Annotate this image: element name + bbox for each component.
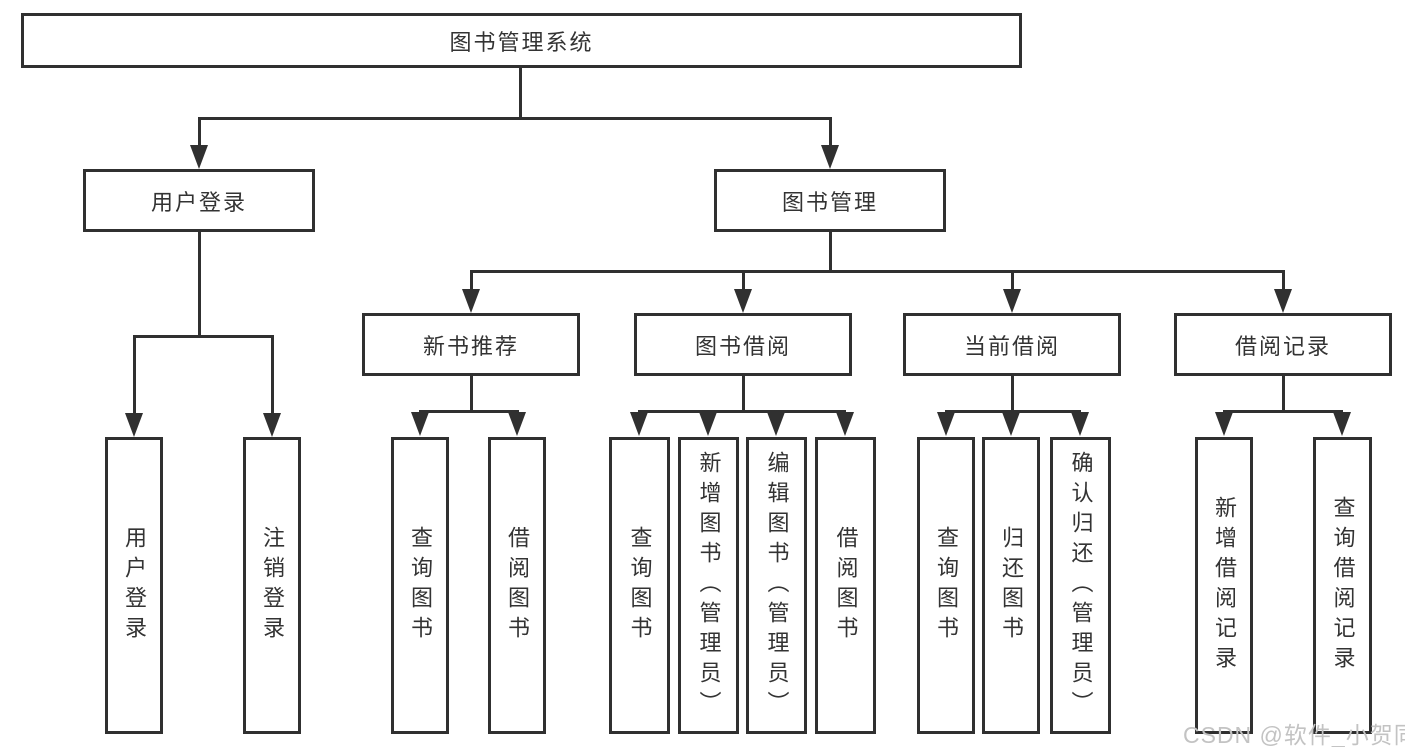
connector-line [1282, 376, 1285, 413]
node-leaf-query-books-current: 查询图书 [917, 437, 975, 734]
arrow-down-icon [734, 289, 752, 313]
node-leaf-query-books-borrow: 查询图书 [609, 437, 670, 734]
connector-line [198, 232, 201, 338]
connector-line [419, 410, 519, 413]
node-label: 新增借阅记录 [1212, 495, 1237, 676]
connector-line [945, 410, 1081, 413]
connector-line [198, 117, 831, 120]
node-leaf-user-login: 用户登录 [105, 437, 163, 734]
connector-line [829, 232, 832, 273]
node-leaf-edit-books-admin: 编辑图书（管理员） [746, 437, 807, 734]
node-label: 图书借阅 [694, 333, 791, 359]
connector-line [470, 270, 473, 291]
node-leaf-confirm-return-admin: 确认归还（管理员） [1050, 437, 1111, 734]
arrow-down-icon [1215, 412, 1233, 436]
connector-line [470, 270, 1285, 273]
node-leaf-return-books: 归还图书 [982, 437, 1040, 734]
connector-line [198, 117, 201, 147]
arrow-down-icon [1002, 412, 1020, 436]
connector-line [133, 335, 274, 338]
connector-line [519, 68, 522, 119]
node-label: 查询图书 [408, 525, 433, 646]
node-user-login: 用户登录 [83, 169, 315, 232]
node-leaf-query-books-rec: 查询图书 [391, 437, 449, 734]
node-book-borrowing: 图书借阅 [634, 313, 852, 376]
node-label: 查询图书 [934, 525, 959, 646]
node-leaf-logout: 注销登录 [243, 437, 301, 734]
node-label: 新增图书（管理员） [696, 450, 722, 721]
node-new-book-recommendation: 新书推荐 [362, 313, 580, 376]
node-label: 图书管理 [781, 189, 878, 215]
arrow-down-icon [462, 289, 480, 313]
connector-line [133, 335, 136, 415]
connector-line [742, 270, 745, 291]
arrow-down-icon [1003, 289, 1021, 313]
node-label: 当前借阅 [963, 333, 1060, 359]
node-leaf-borrow-books-rec: 借阅图书 [488, 437, 546, 734]
arrow-down-icon [699, 412, 717, 436]
node-label: 借阅图书 [505, 525, 530, 646]
arrow-down-icon [1071, 412, 1089, 436]
arrow-down-icon [508, 412, 526, 436]
connector-line [829, 117, 832, 147]
node-label: 图书管理系统 [449, 29, 594, 55]
arrow-down-icon [836, 412, 854, 436]
node-label: 借阅图书 [833, 525, 859, 646]
node-book-management: 图书管理 [714, 169, 946, 232]
node-label: 归还图书 [999, 525, 1024, 646]
arrow-down-icon [767, 412, 785, 436]
connector-line [1011, 376, 1014, 413]
node-current-borrowing: 当前借阅 [903, 313, 1121, 376]
connector-line [470, 376, 473, 413]
node-library-management-system: 图书管理系统 [21, 13, 1022, 68]
node-leaf-add-borrow-record: 新增借阅记录 [1195, 437, 1253, 734]
connector-line [1011, 270, 1014, 291]
node-borrowing-records: 借阅记录 [1174, 313, 1392, 376]
node-label: 新书推荐 [422, 333, 519, 359]
node-label: 查询图书 [627, 525, 653, 646]
node-label: 查询借阅记录 [1330, 495, 1356, 676]
node-label: 确认归还（管理员） [1068, 450, 1094, 721]
connector-line [1223, 410, 1343, 413]
arrow-down-icon [263, 413, 281, 437]
arrow-down-icon [630, 412, 648, 436]
node-label: 用户登录 [122, 525, 147, 646]
connector-line [742, 376, 745, 413]
connector-line [638, 410, 846, 413]
node-leaf-borrow-books: 借阅图书 [815, 437, 876, 734]
arrow-down-icon [411, 412, 429, 436]
arrow-down-icon [1274, 289, 1292, 313]
arrow-down-icon [125, 413, 143, 437]
connector-line [271, 335, 274, 415]
arrow-down-icon [1333, 412, 1351, 436]
node-label: 用户登录 [150, 189, 247, 215]
node-leaf-add-books-admin: 新增图书（管理员） [678, 437, 739, 734]
node-label: 借阅记录 [1234, 333, 1331, 359]
node-label: 编辑图书（管理员） [764, 450, 790, 721]
connector-line [1282, 270, 1285, 291]
node-label: 注销登录 [260, 525, 285, 646]
arrow-down-icon [821, 145, 839, 169]
arrow-down-icon [937, 412, 955, 436]
csdn-watermark: CSDN @软件_小贺同学 [1183, 722, 1405, 747]
arrow-down-icon [190, 145, 208, 169]
node-leaf-query-borrow-record: 查询借阅记录 [1313, 437, 1372, 734]
